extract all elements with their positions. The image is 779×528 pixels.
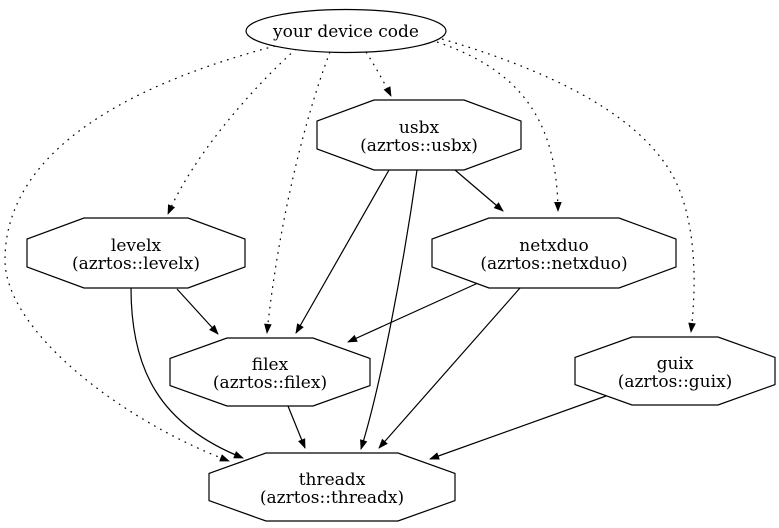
guix-shape [574,336,776,406]
netxduo-label-line1: netxduo [519,236,589,256]
threadx-shape [208,452,456,522]
edge-filex-threadx [287,405,306,449]
node-your-device-code: your device code [245,8,447,54]
usbx-shape [316,99,522,171]
edge-guix-threadx [429,395,607,460]
node-usbx: usbx(azrtos::usbx) [316,99,522,171]
netxduo-shape [431,217,677,289]
node-guix: guix(azrtos::guix) [574,336,776,406]
guix-label-line1: guix [657,354,694,374]
node-threadx: threadx(azrtos::threadx) [208,452,456,522]
edge-netxduo-threadx [378,287,521,449]
node-filex: filex(azrtos::filex) [169,337,371,407]
edge-netxduo-filex [347,282,479,343]
threadx-label-line1: threadx [299,470,366,490]
your-device-code-label-line1: your device code [272,22,419,42]
edges-layer [4,38,696,462]
edge-levelx-filex [176,288,219,335]
guix-label-line2: (azrtos::guix) [618,372,733,392]
edge-your-device-code-threadx [4,45,276,462]
filex-shape [169,337,371,407]
edge-your-device-code-levelx [167,48,297,215]
edge-your-device-code-usbx [365,51,392,97]
your-device-code-shape [245,8,447,54]
edge-your-device-code-netxduo [436,41,562,212]
node-netxduo: netxduo(azrtos::netxduo) [431,217,677,289]
edge-levelx-threadx [130,287,244,459]
usbx-label-line2: (azrtos::usbx) [360,136,478,156]
edge-usbx-threadx [360,169,418,450]
levelx-label-line2: (azrtos::levelx) [72,254,200,274]
threadx-label-line2: (azrtos::threadx) [260,488,404,508]
levelx-shape [26,217,246,289]
nodes-layer: your device codeusbx(azrtos::usbx)levelx… [26,8,776,522]
edge-usbx-netxduo [454,169,504,212]
filex-label-line2: (azrtos::filex) [213,373,327,393]
filex-label-line1: filex [252,355,289,375]
netxduo-label-line2: (azrtos::netxduo) [480,254,627,274]
edge-your-device-code-guix [441,38,696,333]
usbx-label-line1: usbx [399,118,440,138]
node-levelx: levelx(azrtos::levelx) [26,217,246,289]
edge-your-device-code-filex [264,51,331,334]
levelx-label-line1: levelx [111,236,162,256]
edge-usbx-filex [295,169,390,334]
